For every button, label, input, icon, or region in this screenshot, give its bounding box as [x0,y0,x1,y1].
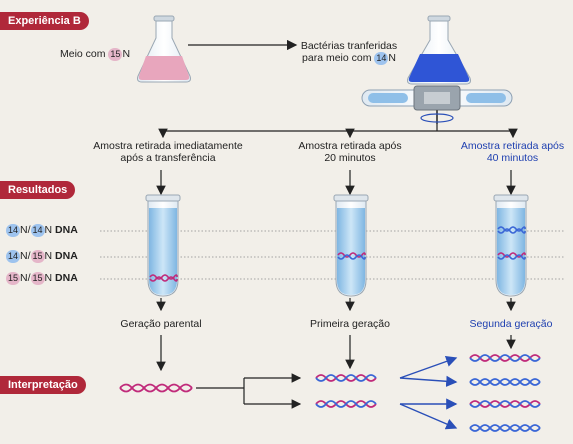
experiment-title: Experiência B [0,12,89,30]
interpretation-label: Interpretação [0,376,86,394]
dna-gen1 [315,374,377,408]
branch-lines [158,124,518,139]
centrifuge-icon [361,85,513,124]
tube-gen1 [333,170,369,297]
tube-parental [145,170,181,297]
dna-gen2 [469,354,541,432]
generation-label-second: Segunda geração [469,318,553,330]
dna-parental [119,383,193,393]
results-label: Resultados [0,181,76,199]
flask-14n [407,15,471,85]
flask-15n [137,15,191,83]
generation-label-first: Primeira geração [310,318,390,330]
generation-label-parental: Geração parental [120,318,202,330]
tube-gen2 [493,170,529,297]
